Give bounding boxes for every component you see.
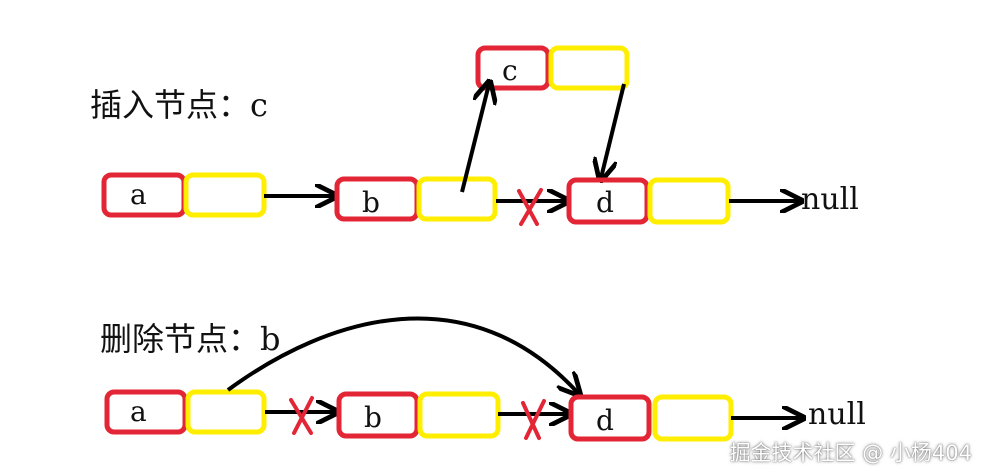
cross-mark-icon: [289, 396, 314, 435]
pointer-box: [652, 394, 734, 442]
data-box: [475, 45, 551, 91]
node-label: d: [596, 186, 614, 219]
node-label: b: [362, 186, 380, 219]
pointer-box: [417, 391, 501, 439]
node-label: d: [596, 404, 614, 437]
pointer-box: [183, 172, 267, 218]
null-label: null: [801, 182, 859, 217]
c-to-d-arrow: [601, 83, 626, 178]
b-to-c-arrow: [460, 84, 489, 193]
pointer-box: [548, 45, 630, 91]
cross-mark-icon: [521, 399, 546, 440]
a-to-d-curved-arrow: [226, 316, 578, 393]
delete-title: 删除节点：b: [100, 320, 281, 358]
data-box: [566, 177, 650, 225]
pointer-box: [185, 389, 267, 435]
delete-node-d: d: [568, 394, 734, 442]
null-label: null: [808, 397, 866, 432]
pointer-box: [647, 177, 731, 225]
pointer-box: [416, 176, 498, 222]
data-box: [336, 391, 420, 439]
watermark: 掘金技术社区 @ 小杨404: [729, 441, 972, 465]
cross-mark-icon: [517, 188, 543, 226]
insert-node-d: d: [566, 177, 731, 225]
node-label: c: [502, 54, 518, 87]
node-label: a: [130, 395, 147, 428]
delete-node-a: a: [104, 389, 267, 435]
insert-node-b: b: [334, 176, 498, 222]
insert-node-a: a: [101, 172, 267, 218]
delete-node-b: b: [336, 391, 501, 439]
inserted-node-c: c: [475, 45, 630, 91]
node-label: a: [130, 178, 147, 211]
insert-title: 插入节点：c: [90, 86, 268, 124]
data-box: [104, 389, 188, 435]
node-label: b: [364, 401, 382, 434]
data-box: [568, 394, 652, 442]
